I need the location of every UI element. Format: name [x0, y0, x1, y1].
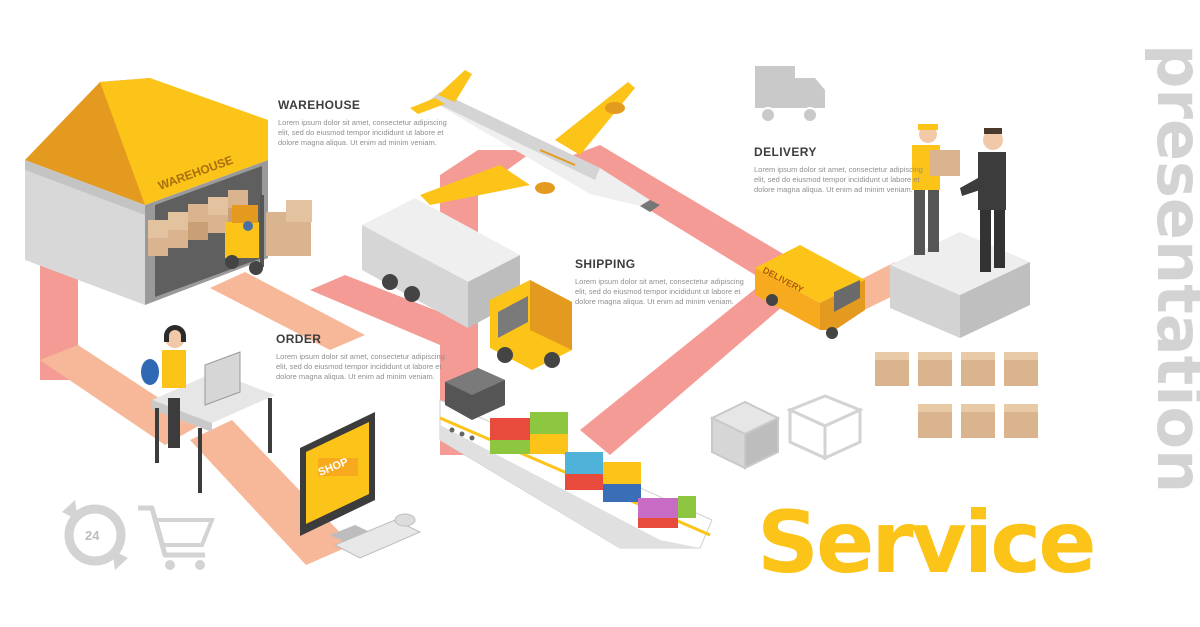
delivery-section: DELIVERY Lorem ipsum dolor sit amet, con… — [754, 145, 934, 195]
warehouse-body: Lorem ipsum dolor sit amet, consectetur … — [278, 118, 447, 147]
order-desk — [141, 325, 275, 493]
clock-24-icon: 24 — [62, 500, 128, 570]
shopping-cart-icon — [138, 505, 215, 570]
shipping-section: SHIPPING Lorem ipsum dolor sit amet, con… — [575, 257, 755, 307]
cardboard-box-grid — [875, 352, 1038, 438]
shipping-body: Lorem ipsum dolor sit amet, consectetur … — [575, 277, 744, 306]
path-ship-to-van — [580, 285, 790, 455]
order-section: ORDER Lorem ipsum dolor sit amet, consec… — [276, 332, 456, 382]
clock-hours-label: 24 — [85, 528, 100, 543]
warehouse-building: WAREHOUSE — [25, 78, 268, 305]
boxes-outline-icon — [709, 394, 864, 470]
warehouse-section: WAREHOUSE Lorem ipsum dolor sit amet, co… — [278, 98, 458, 148]
path-left-bottom — [40, 345, 200, 445]
path-warehouse-to-truck — [210, 272, 365, 350]
cargo-ship — [439, 368, 713, 549]
shop-computer: SHOP — [300, 412, 422, 559]
delivery-title: DELIVERY — [754, 145, 817, 159]
airplane — [410, 70, 660, 212]
path-top-diagonal — [440, 150, 535, 175]
truck-icon — [755, 66, 825, 123]
semi-truck — [362, 198, 572, 370]
delivery-van: DELIVERY — [755, 245, 865, 339]
order-body: Lorem ipsum dolor sit amet, consectetur … — [276, 352, 445, 381]
path-plane-to-van — [565, 145, 790, 278]
customer-person — [960, 128, 1006, 272]
presentation-headline: presentation — [1143, 44, 1200, 494]
forklift — [225, 195, 312, 275]
order-title: ORDER — [276, 332, 322, 346]
courier-person — [912, 124, 960, 255]
box-row-bottom — [918, 404, 1038, 438]
shipping-title: SHIPPING — [575, 257, 636, 271]
warehouse-title: WAREHOUSE — [278, 98, 361, 112]
delivery-body: Lorem ipsum dolor sit amet, consectetur … — [754, 165, 923, 194]
box-row-top — [875, 352, 1038, 386]
service-headline: Service — [757, 493, 1097, 593]
handover-platform — [890, 232, 1030, 338]
ship-containers — [490, 412, 696, 528]
path-truck-to-junction — [310, 275, 440, 345]
